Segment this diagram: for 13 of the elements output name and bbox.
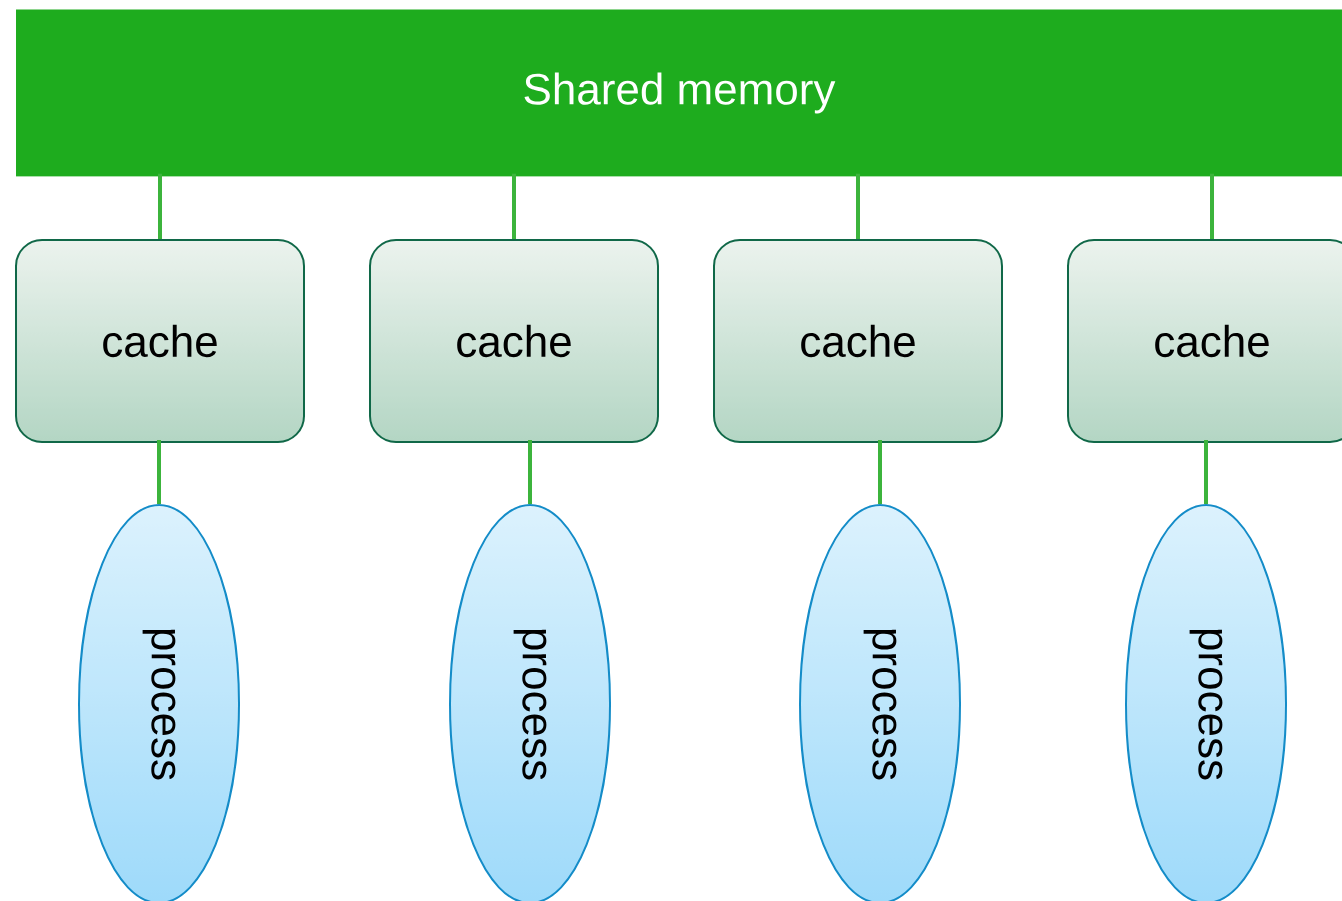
cache-box: cache (713, 239, 1003, 443)
connector-line (1210, 173, 1214, 239)
cache-box: cache (369, 239, 659, 443)
connector-line (512, 173, 516, 239)
memory-bar: Shared memory (16, 9, 1342, 177)
cache-box: cache (15, 239, 305, 443)
connector-line (878, 440, 882, 504)
connector-line (856, 173, 860, 239)
connector-line (528, 440, 532, 504)
connector-line (157, 440, 161, 504)
connector-line (1204, 440, 1208, 504)
cache-box: cache (1067, 239, 1342, 443)
connector-line (158, 173, 162, 239)
